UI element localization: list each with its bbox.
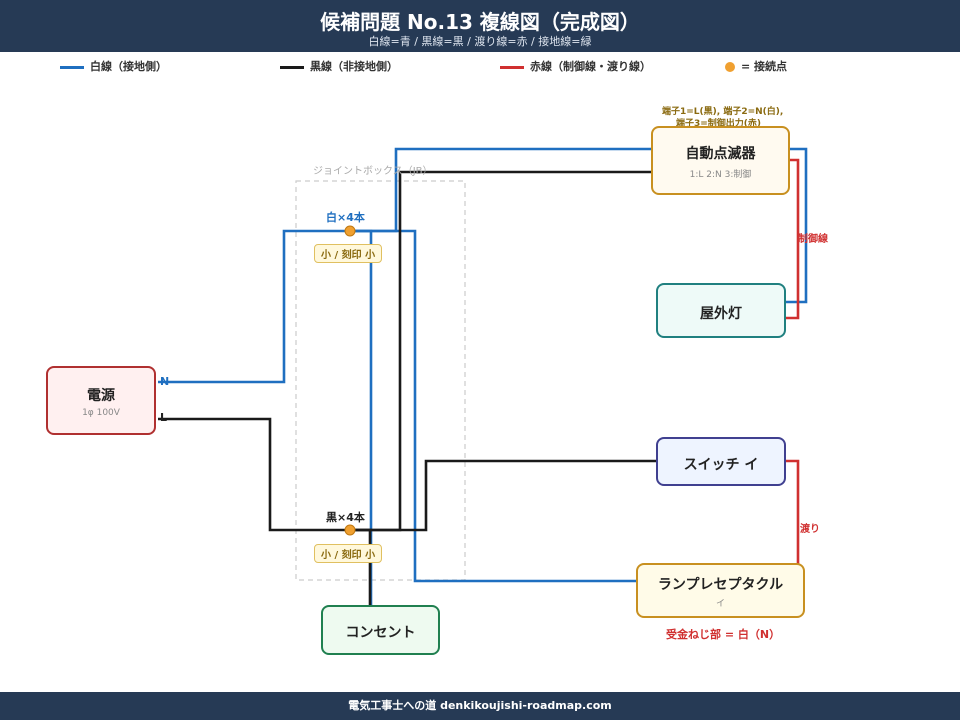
auto-timer-box: 自動点滅器 1:L 2:N 3:制御 [651,126,790,195]
page-subtitle: 白線=青 / 黒線=黒 / 渡り線=赤 / 接地線=緑 [368,35,592,48]
connection-point-swatch [725,62,735,72]
power-source-spec: 1φ 100V [82,408,120,418]
legend-black-label: 黒線（非接地側） [310,60,398,73]
page-title: 候補問題 No.13 複線図（完成図） [320,10,640,34]
timer-note-2: 端子3=制御出力(赤) [676,119,762,129]
black-sleeve-badge: 小 / 刻印 小 [314,544,383,563]
black-wire-switch [350,459,657,532]
white-junction-count: 白×4本 [326,211,365,224]
lamp-receptacle-name: ランプレセプタクル [657,577,784,593]
switch-box: スイッチ イ [656,437,786,486]
control-wire-label: 制御線 [798,234,828,245]
red-wire-control [784,158,800,320]
legend-red-label: 赤線（制御線・渡り線） [530,60,651,73]
power-source-name: 電源 [87,388,115,404]
white-wires [158,147,808,624]
black-wires [158,170,657,640]
white-sleeve-badge: 小 / 刻印 小 [314,244,383,263]
power-n-terminal: N [160,375,170,388]
white-wire-outdoor-light [784,147,808,304]
outdoor-light-box: 屋外灯 [656,283,786,338]
power-source-box: 電源 1φ 100V [46,366,156,435]
white-wire-receptacle [350,229,637,583]
white-wire-swatch [60,65,84,69]
switch-name: スイッチ イ [683,457,759,473]
white-wire-outlet [322,229,373,624]
lamp-receptacle-sub: イ [715,599,725,609]
header-bar: 候補問題 No.13 複線図（完成図） 白線=青 / 黒線=黒 / 渡り線=赤 … [0,0,960,52]
legend-black: 黒線（非接地側） [280,58,398,74]
legend-white-label: 白線（接地側） [90,60,167,73]
legend-white: 白線（接地側） [60,58,167,74]
outdoor-light-name: 屋外灯 [700,306,742,322]
joint-box-label: ジョイントボックス（JB） [313,166,433,177]
white-wire-power-n [158,229,350,384]
outlet-box: コンセント [321,605,440,655]
legend-point-label: = 接続点 [741,60,788,73]
auto-timer-terminals: 1:L 2:N 3:制御 [689,170,752,180]
red-wire-swatch [500,65,524,69]
outlet-name: コンセント [345,625,416,641]
auto-timer-name: 自動点滅器 [685,146,756,162]
footer-bar: 電気工事士への道 denkikoujishi-roadmap.com [0,692,960,720]
black-wire-power-l [158,417,350,532]
watari-wire-label: 渡り [800,524,820,535]
black-wire-swatch [280,65,304,69]
timer-note-1: 端子1=L(黒), 端子2=N(白), [662,107,784,117]
lamp-receptacle-box: ランプレセプタクル イ [636,563,805,618]
joint-box-outline [295,180,466,581]
white-connection-point [344,225,356,237]
legend-point: = 接続点 [725,58,787,74]
power-l-terminal: L [160,411,168,424]
black-junction-count: 黒×4本 [326,511,365,524]
black-connection-point [344,524,356,536]
receptacle-note: 受金ねじ部 = 白（N） [666,628,781,641]
legend-red: 赤線（制御線・渡り線） [500,58,651,74]
